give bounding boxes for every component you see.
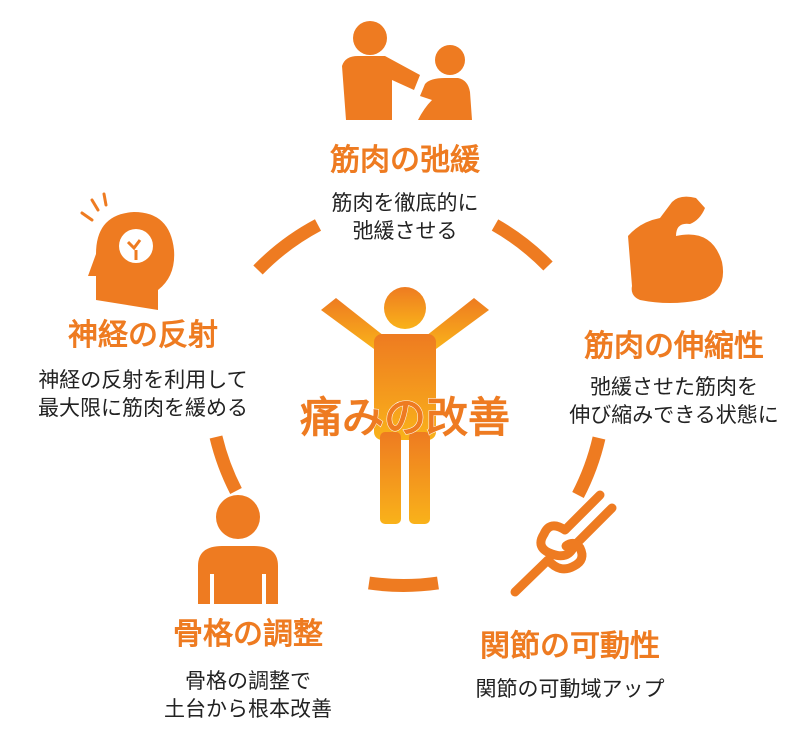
node-desc-line: 弛緩させる: [352, 219, 458, 243]
node-desc-line: 伸び縮みできる状態に: [569, 403, 779, 427]
head-brain-icon: [80, 192, 175, 310]
node-title: 神経の反射: [68, 318, 218, 353]
ring-segment: [253, 219, 322, 275]
node-desc-line: 骨格の調整で: [185, 669, 311, 693]
node-muscle-stretch: 筋肉の伸縮性 弛緩させた筋肉を 伸び縮みできる状態に: [554, 329, 794, 429]
node-title: 筋肉の伸縮性: [584, 329, 764, 364]
ring-segment: [209, 435, 242, 494]
node-desc-line: 最大限に筋肉を緩める: [38, 396, 248, 420]
node-nerve-reflex: 神経の反射 神経の反射を利用して 最大限に筋肉を緩める: [8, 318, 278, 422]
node-title: 筋肉の弛緩: [330, 143, 480, 178]
node-skeleton-adjust: 骨格の調整 骨格の調整で 土台から根本改善: [128, 617, 368, 723]
ring-segment: [491, 219, 553, 271]
center-title: 痛みの改善: [299, 393, 510, 443]
node-desc-line: 筋肉を徹底的に: [331, 191, 479, 215]
node-muscle-relax: 筋肉の弛緩 筋肉を徹底的に 弛緩させる: [300, 143, 510, 245]
node-desc-line: 弛緩させた筋肉を: [590, 375, 758, 399]
node-title: 関節の可動性: [480, 629, 660, 664]
flexed-bicep-icon: [628, 196, 724, 303]
person-arms-raised-icon: [321, 287, 489, 524]
node-desc-line: 土台から根本改善: [164, 697, 332, 721]
ring-segment: [368, 576, 439, 592]
cycle-ring: [209, 219, 606, 592]
knee-joint-icon: [510, 490, 617, 597]
node-title: 骨格の調整: [173, 617, 323, 652]
node-desc-line: 神経の反射を利用して: [38, 368, 248, 392]
massage-therapist-icon: [342, 21, 472, 120]
ring-segment: [572, 436, 606, 499]
person-bust-icon: [198, 495, 278, 604]
node-joint-mobility: 関節の可動性 関節の可動域アップ: [450, 629, 690, 703]
node-desc-line: 関節の可動域アップ: [475, 677, 665, 701]
